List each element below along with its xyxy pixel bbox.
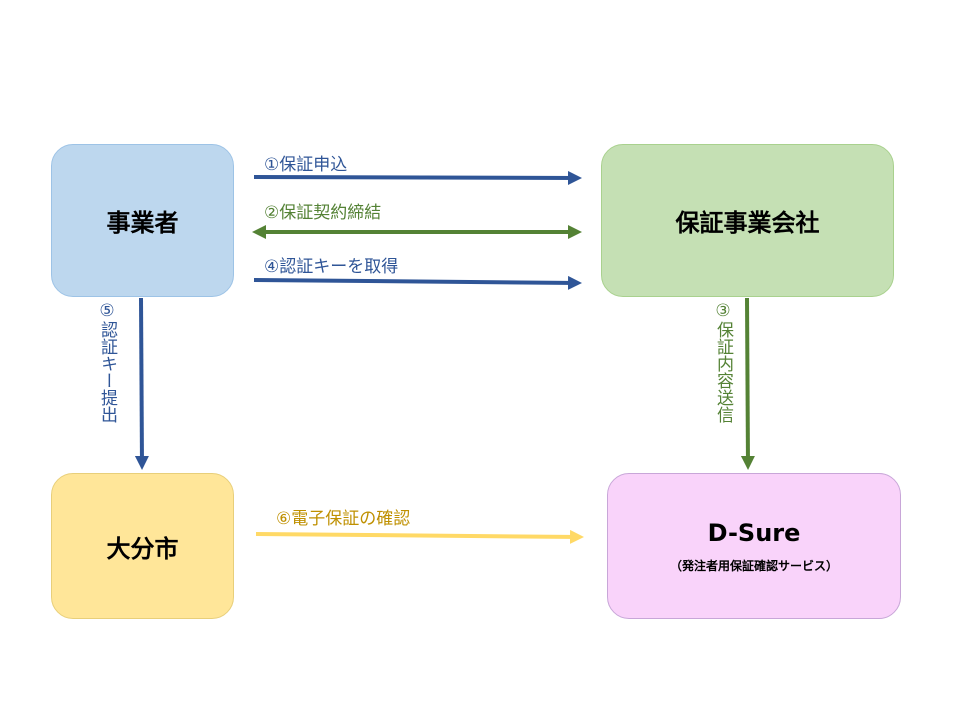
flow-label-5: ⑤認証キー提出 xyxy=(97,301,117,423)
guarantee-company-node: 保証事業会社 xyxy=(601,144,894,297)
flow-label-4: ④認証キーを取得 xyxy=(264,257,399,277)
flow-label-3-num: ③ xyxy=(713,301,733,321)
flow-label-3: ③保証内容送信 xyxy=(713,301,733,423)
dsure-node: D-Sure （発注者用保証確認サービス） xyxy=(607,473,901,619)
arrow-auth-key-obtain xyxy=(253,275,582,290)
arrow-application xyxy=(253,170,582,185)
flow-label-5-num: ⑤ xyxy=(97,301,117,321)
flow-label-2: ②保証契約締結 xyxy=(264,203,382,223)
flow-label-5-text: 認証キー提出 xyxy=(97,321,117,423)
guarantee-company-label: 保証事業会社 xyxy=(675,209,820,237)
flow-label-1: ①保証申込 xyxy=(264,155,348,175)
oita-city-node: 大分市 xyxy=(51,473,234,619)
business-operator-node: 事業者 xyxy=(51,144,234,297)
flow-label-6: ⑥電子保証の確認 xyxy=(276,509,411,529)
arrow-e-guarantee-confirm xyxy=(255,529,584,544)
dsure-subtitle: （発注者用保証確認サービス） xyxy=(669,558,838,573)
arrow-guarantee-send xyxy=(740,297,755,470)
dsure-title: D-Sure xyxy=(707,518,801,547)
oita-city-label: 大分市 xyxy=(106,534,179,563)
flow-label-3-text: 保証内容送信 xyxy=(713,321,733,423)
business-operator-label: 事業者 xyxy=(106,209,179,237)
arrow-auth-key-submit xyxy=(134,297,149,470)
